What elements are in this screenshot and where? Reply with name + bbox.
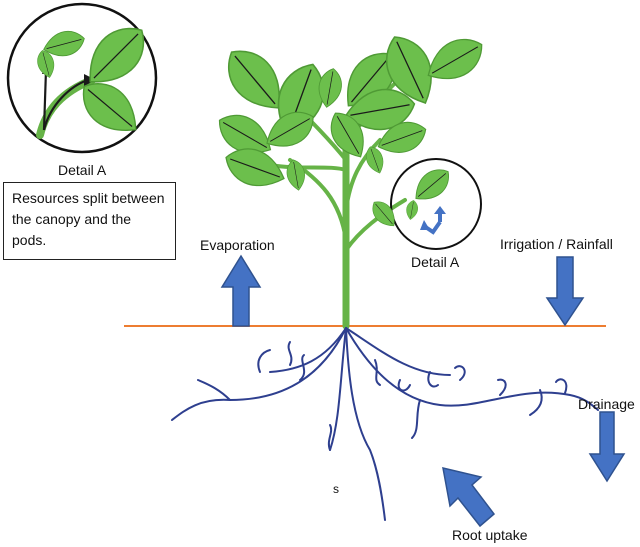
- detail-circle-mid: [367, 158, 482, 250]
- detail-label-mid: Detail A: [411, 254, 460, 270]
- note-box: Resources split between the canopy and t…: [3, 182, 176, 260]
- drainage-label: Drainage: [578, 396, 635, 412]
- root-system: [171, 327, 599, 521]
- root-uptake-arrow-icon: [442, 467, 496, 528]
- evaporation-label: Evaporation: [200, 237, 275, 253]
- irrigation-label: Irrigation / Rainfall: [500, 236, 613, 252]
- detail-label-top: Detail A: [58, 162, 107, 178]
- evaporation-arrow-icon: [220, 254, 262, 327]
- drainage-arrow-icon: [588, 411, 626, 483]
- root-mark-label: s: [333, 482, 339, 496]
- irrigation-arrow-icon: [545, 256, 585, 327]
- root-uptake-label: Root uptake: [452, 527, 528, 543]
- plant-canopy: [210, 27, 492, 196]
- detail-circle-top: [6, 2, 158, 154]
